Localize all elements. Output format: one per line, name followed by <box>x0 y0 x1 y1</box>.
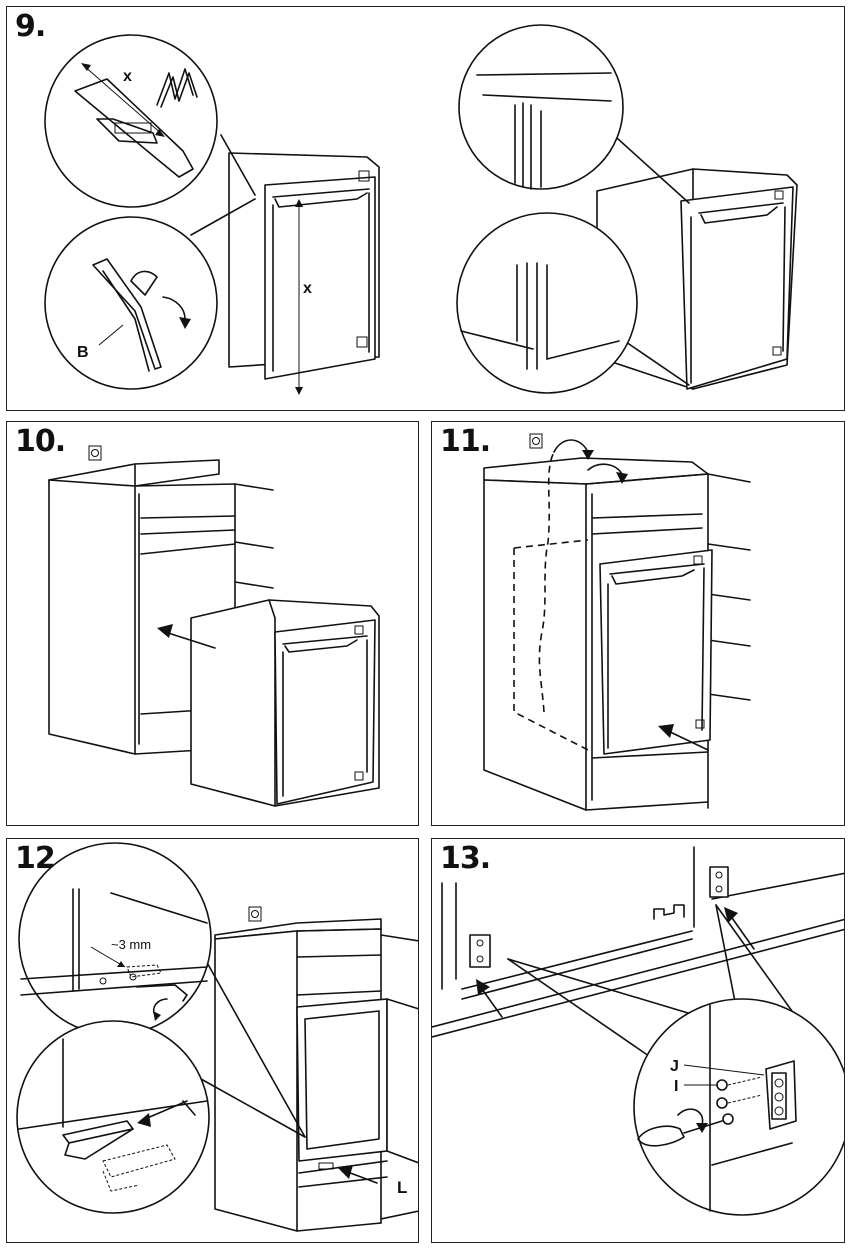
step-12-illustration: L ~3 mm <box>16 842 418 1232</box>
socket-icon <box>529 433 543 449</box>
fridge-door <box>599 549 713 755</box>
fridge-right <box>596 168 798 390</box>
step-10-panel: 10. <box>6 421 419 826</box>
zoom-circle-seal <box>44 216 218 390</box>
step-number: 11. <box>440 424 491 459</box>
kitchen-cabinet <box>483 457 751 811</box>
socket-icon <box>88 445 102 461</box>
step-12-panel: 12. L <box>6 838 419 1243</box>
step-11-panel: 11. <box>431 421 845 826</box>
step-9-illustration: x x B <box>44 24 798 395</box>
fridge-open-door <box>296 998 418 1188</box>
part-j-label: J <box>670 1058 679 1075</box>
dimension-x-label: x <box>303 280 312 297</box>
fridge <box>190 599 380 807</box>
screw-icon <box>716 1076 763 1125</box>
step-13-panel: 13. <box>431 838 845 1243</box>
curved-arrow-icon <box>587 463 628 484</box>
gap-label: ~3 mm <box>111 937 151 952</box>
step-number: 13. <box>440 841 491 876</box>
hinge-bracket-icon <box>469 866 729 968</box>
step-11-illustration <box>483 433 751 811</box>
measure-x-label: x <box>123 68 132 85</box>
power-cable <box>538 451 555 713</box>
arrow-icon <box>658 724 709 751</box>
arrow-icon <box>476 907 755 1018</box>
step-13-illustration: J I <box>432 846 844 1216</box>
zoom-circle-bottom-trim <box>456 212 638 394</box>
fridge-left <box>228 152 380 395</box>
kitchen-cabinet <box>214 918 418 1232</box>
cabinet-wall <box>432 846 844 1038</box>
socket-icon <box>248 906 262 922</box>
arrow-icon <box>157 624 216 649</box>
step-number: 9. <box>15 9 46 44</box>
zoom-circle-measure <box>44 34 218 208</box>
zoom-circle-mount <box>16 1020 210 1214</box>
step-number: 10. <box>15 424 66 459</box>
part-l-label: L <box>397 1178 407 1197</box>
step-9-panel: 9. x <box>6 6 845 411</box>
zoom-circle-top-trim <box>458 24 624 190</box>
arrow-icon <box>337 1165 378 1184</box>
zoom-circle-hinge <box>633 998 844 1216</box>
zoom-circle-gap <box>18 842 212 1036</box>
seal-b-label: B <box>77 344 89 361</box>
step-10-illustration <box>48 445 380 807</box>
part-i-label: I <box>674 1078 678 1095</box>
